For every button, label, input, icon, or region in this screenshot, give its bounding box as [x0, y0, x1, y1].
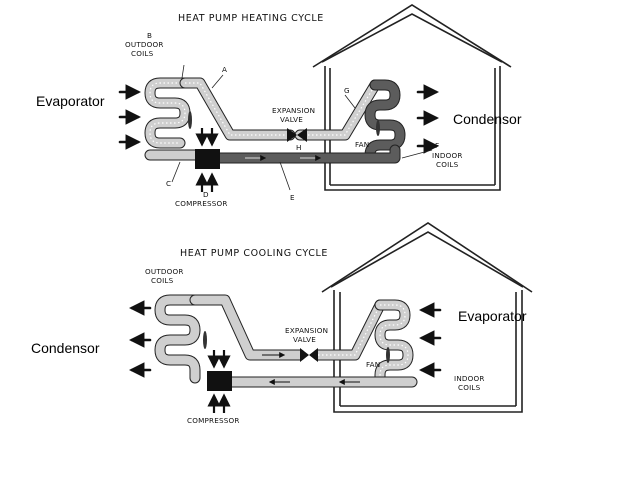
cooling-indoor-coils-label-1: INDOOR	[454, 374, 485, 383]
cooling-outdoor-fan-icon	[203, 331, 207, 349]
cooling-expansion-valve-label-2: VALVE	[293, 335, 316, 344]
heating-compressor-icon	[195, 149, 220, 169]
heating-label-g: G	[344, 86, 350, 95]
cooling-right-label: Evaporator	[458, 308, 527, 324]
heating-cycle-diagram: HEAT PUMP HEATING CYCLE	[36, 4, 522, 208]
heating-compressor-label: COMPRESSOR	[175, 199, 228, 208]
heating-indoor-airflow-arrows	[416, 84, 440, 154]
heating-fan-label: FAN	[355, 140, 369, 149]
heating-outdoor-airflow-arrows	[118, 84, 142, 150]
cooling-left-label: Condensor	[31, 340, 100, 356]
cooling-indoor-airflow-arrows	[418, 302, 442, 378]
heating-indoor-coil	[364, 79, 406, 164]
heating-label-e: E	[290, 193, 295, 202]
cooling-title: HEAT PUMP COOLING CYCLE	[180, 248, 328, 259]
heating-house	[312, 4, 512, 191]
heating-expansion-valve-label-1: EXPANSION	[272, 106, 315, 115]
cooling-fan-label: FAN	[366, 360, 380, 369]
heating-outdoor-coils-label-2: COILS	[131, 49, 154, 58]
cooling-expansion-valve-label-1: EXPANSION	[285, 326, 328, 335]
heating-expansion-valve-label-2: VALVE	[280, 115, 303, 124]
cooling-outdoor-coils-label-2: COILS	[151, 276, 174, 285]
heating-label-h: H	[296, 143, 301, 152]
heating-label-d: D	[203, 190, 209, 199]
heating-outdoor-fan-icon	[188, 111, 192, 129]
cooling-expansion-valve-icon	[300, 348, 318, 362]
heating-left-label: Evaporator	[36, 93, 105, 109]
cooling-indoor-fan-icon	[386, 347, 390, 363]
heating-right-label: Condensor	[453, 111, 522, 127]
cooling-compressor-label: COMPRESSOR	[187, 416, 240, 425]
cooling-outdoor-airflow-arrows	[128, 300, 152, 378]
heating-outdoor-coils-label-1: OUTDOOR	[125, 40, 164, 49]
heating-indoor-coils-label-2: COILS	[436, 160, 459, 169]
heating-label-c: C	[166, 179, 171, 188]
heating-indoor-fan-icon	[376, 120, 380, 136]
heating-expansion-valve-icon	[287, 128, 307, 142]
heating-title: HEAT PUMP HEATING CYCLE	[178, 13, 324, 24]
cooling-compressor-icon	[207, 371, 232, 391]
cooling-indoor-coils-label-2: COILS	[458, 383, 481, 392]
cooling-outdoor-coil	[154, 294, 207, 384]
cooling-cycle-diagram: HEAT PUMP COOLING CYCLE	[31, 222, 533, 425]
heating-indoor-coils-label-1: INDOOR	[432, 151, 463, 160]
cooling-outdoor-coils-label-1: OUTDOOR	[145, 267, 184, 276]
heating-label-f: F	[435, 141, 439, 150]
heating-label-a: A	[222, 65, 227, 74]
cooling-indoor-coil	[374, 299, 414, 386]
heating-outdoor-coil	[144, 77, 201, 161]
heating-outdoor-coils-label-b: B	[147, 31, 152, 40]
